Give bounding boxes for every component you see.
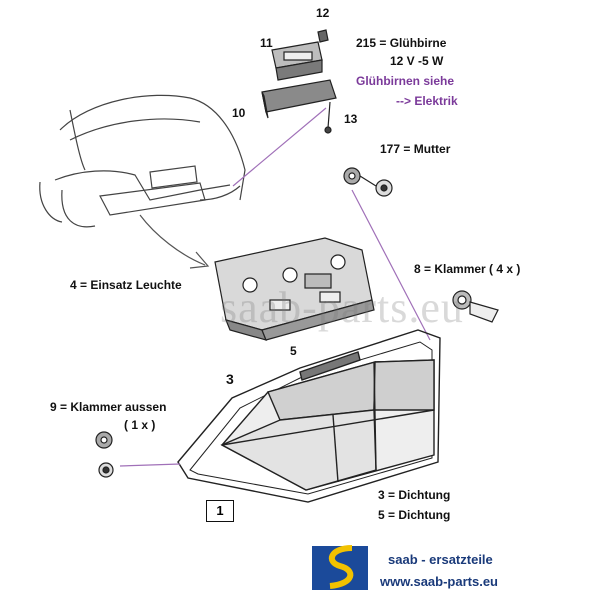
label-clip: 8 = Klammer ( 4 x ) <box>414 262 521 276</box>
footer-url: www.saab-parts.eu <box>380 574 498 589</box>
part-number-box: 1 <box>206 500 234 522</box>
label-5: 5 <box>290 344 297 358</box>
footer-brand: saab - ersatzteile <box>388 552 493 567</box>
label-outer-clip: 9 = Klammer aussen <box>50 400 167 414</box>
label-12: 12 <box>316 6 330 20</box>
label-seal-5: 5 = Dichtung <box>378 508 451 522</box>
label-insert: 4 = Einsatz Leuchte <box>70 278 182 292</box>
lamp-insert <box>214 237 375 341</box>
watermark: saab-parts.eu <box>220 283 464 332</box>
outer-clip-parts <box>95 431 181 478</box>
label-bulb-see-ref: --> Elektrik <box>396 94 458 108</box>
label-bulb: 215 = Glühbirne <box>356 36 447 50</box>
label-11: 11 <box>260 36 273 50</box>
license-lamp-assembly <box>232 29 337 187</box>
tail-lamp-lens <box>177 329 441 503</box>
clip-parts <box>452 290 499 323</box>
label-bulb-rating: 12 V -5 W <box>390 54 444 68</box>
label-nut: 177 = Mutter <box>380 142 451 156</box>
pointer-arrow <box>139 214 210 269</box>
label-seal-3: 3 = Dichtung <box>378 488 451 502</box>
label-3: 3 <box>226 371 234 387</box>
car-rear-sketch <box>39 94 246 228</box>
saab-parts-logo <box>312 545 368 590</box>
label-bulb-see: Glühbirnen siehe <box>356 74 455 88</box>
label-13: 13 <box>344 112 358 126</box>
label-10: 10 <box>232 106 246 120</box>
label-outer-clip-qty: ( 1 x ) <box>124 418 156 432</box>
nut-parts <box>343 167 431 341</box>
